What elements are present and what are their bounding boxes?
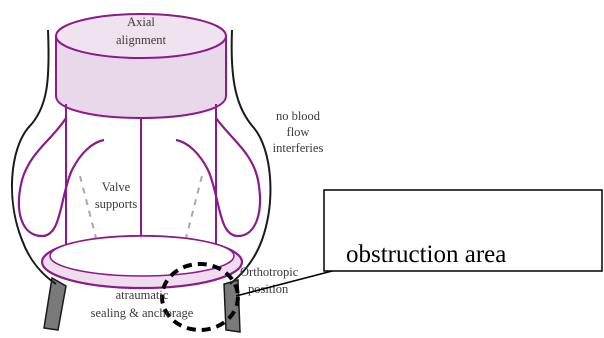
left-sinus-wave [19, 118, 104, 236]
sealing-ring [42, 236, 242, 288]
obstruction-callout: obstruction area [236, 190, 602, 296]
ring-inner [50, 236, 234, 276]
label-blood-2: flow [287, 125, 310, 139]
leaflet-left [68, 176, 96, 246]
left-vessel-wall [44, 278, 66, 330]
label-valve-2: supports [95, 197, 138, 211]
label-axial-1: Axial [127, 15, 155, 29]
callout-text: obstruction area [346, 241, 506, 268]
leaflet-right [186, 176, 214, 246]
label-atraum-2: sealing & anchorage [91, 306, 194, 320]
label-atraum-1: atraumatic [116, 288, 169, 302]
label-axial-2: alignment [116, 33, 167, 47]
label-blood-1: no blood [276, 109, 321, 123]
right-root-contour [230, 30, 270, 284]
label-blood-3: interferies [273, 141, 324, 155]
right-sinus-wave [176, 118, 260, 236]
sinus-frame [19, 118, 260, 236]
label-valve-1: Valve [102, 180, 131, 194]
label-ortho-1: Orthotropic [240, 265, 299, 279]
stent-cylinder [56, 14, 226, 272]
